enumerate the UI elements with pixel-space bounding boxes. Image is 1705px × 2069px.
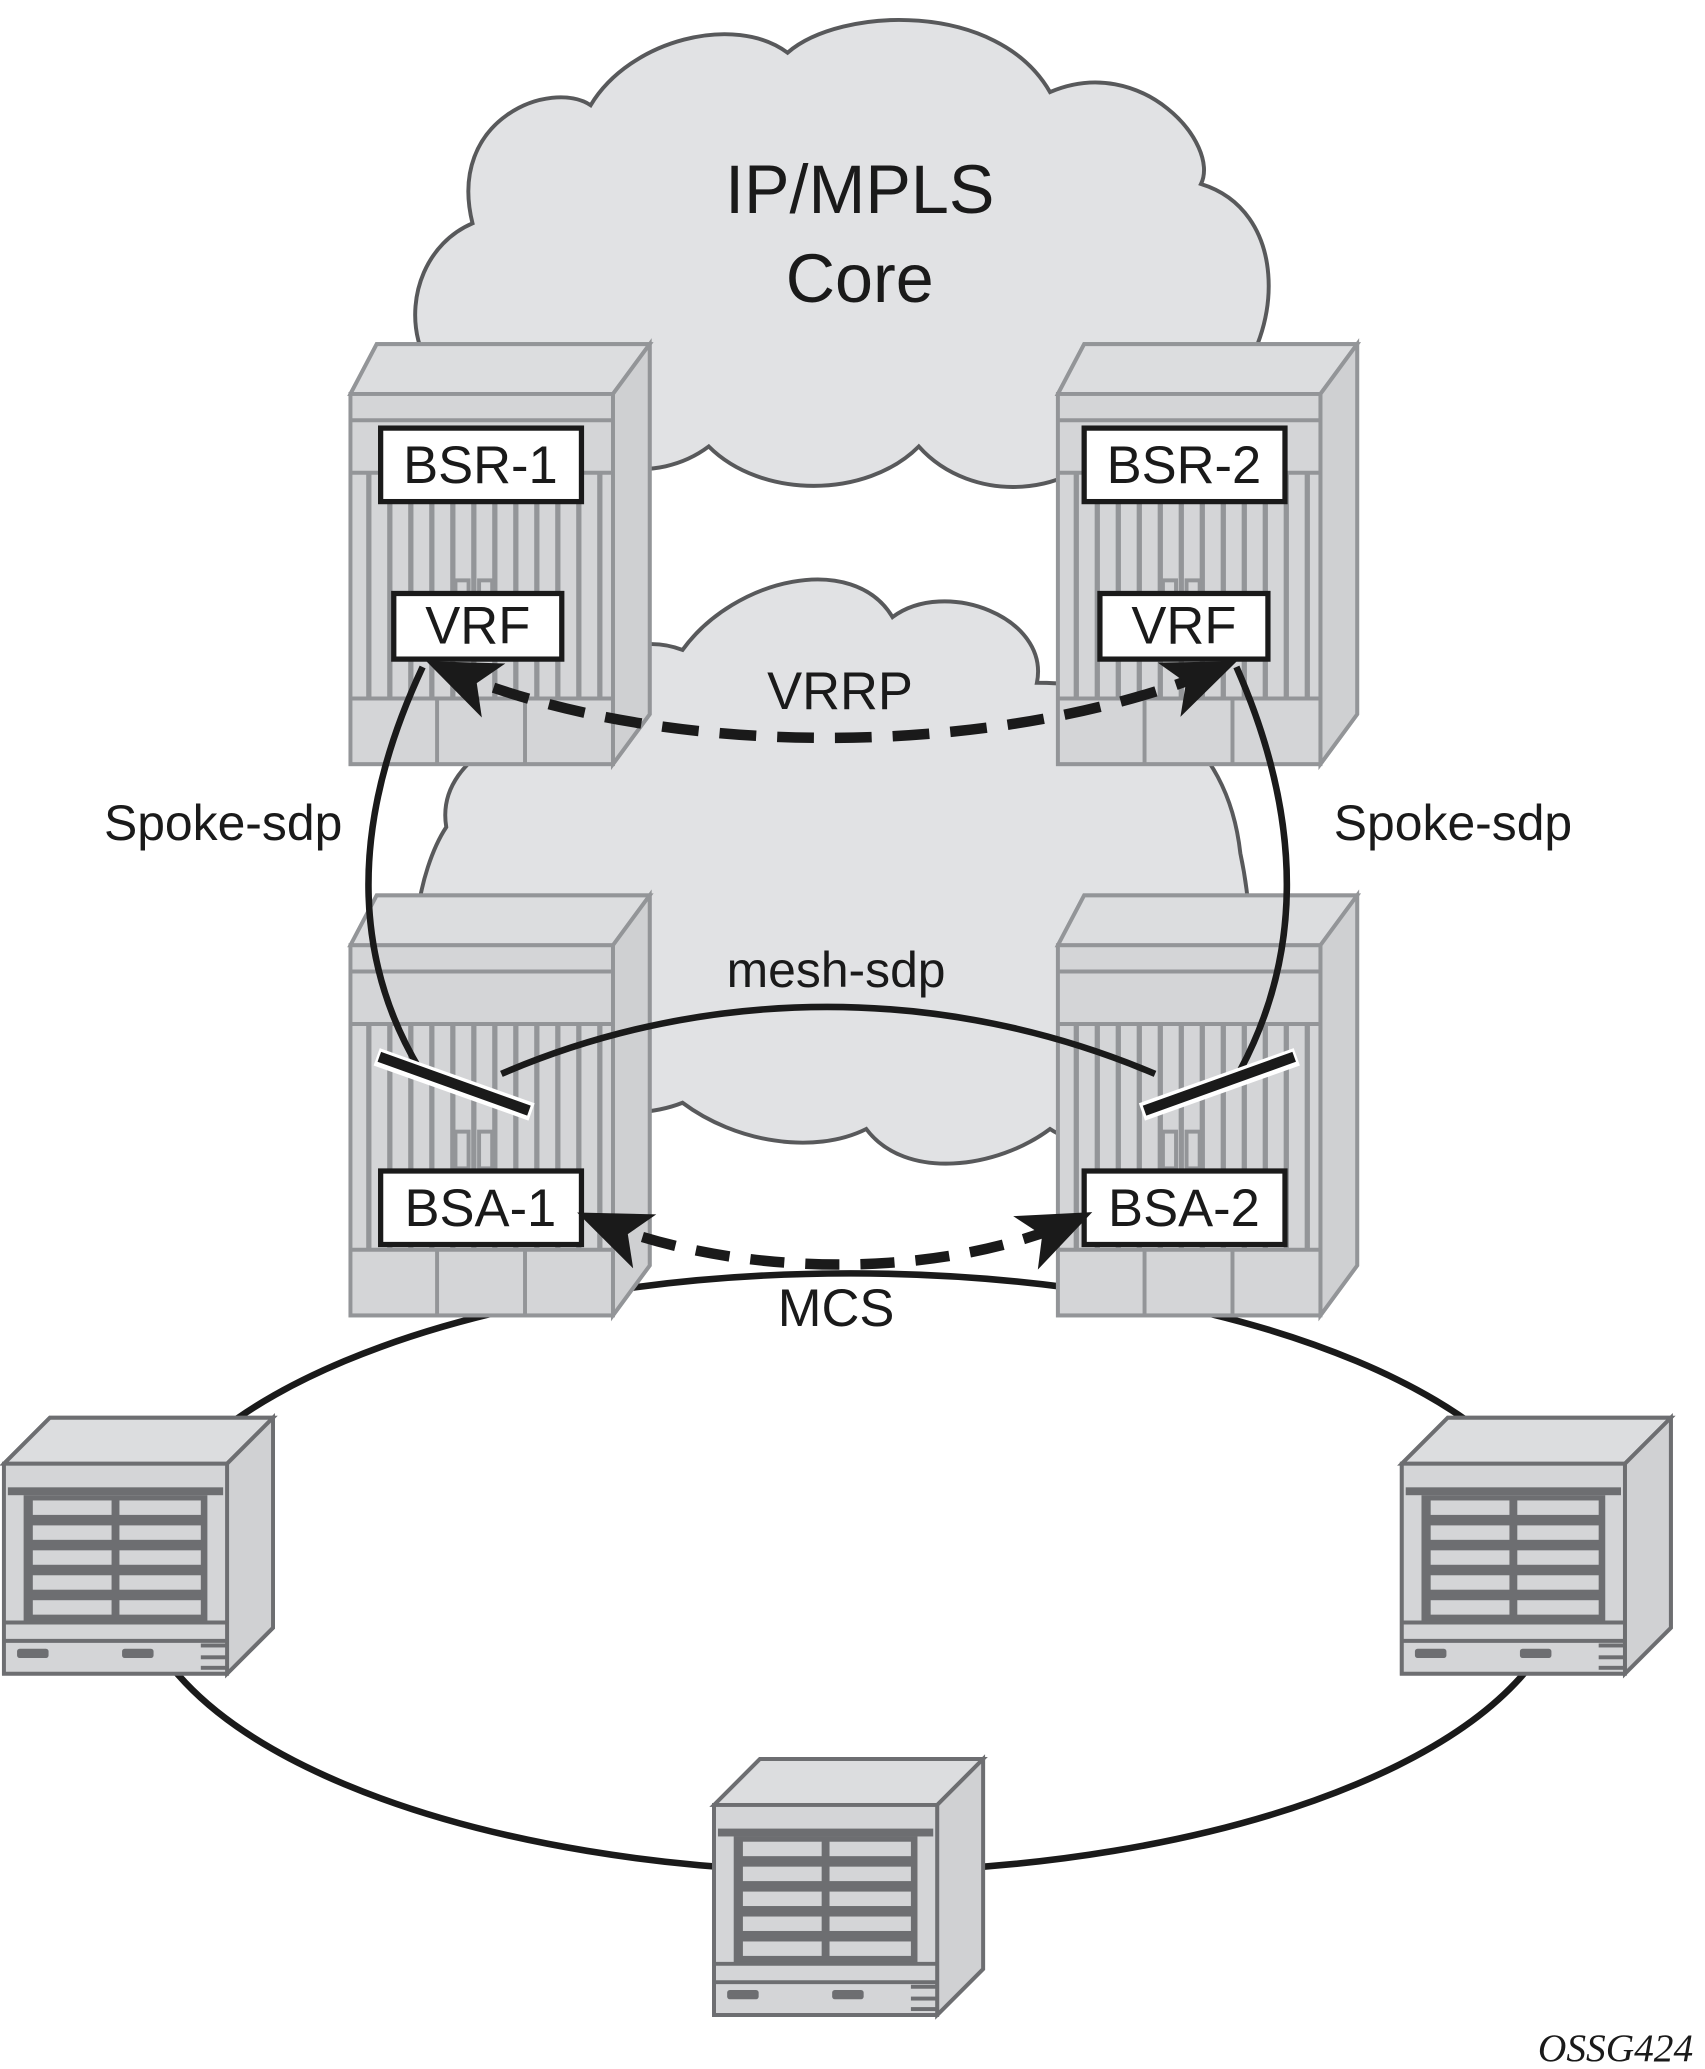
core-cloud-label-line1: IP/MPLS: [725, 152, 994, 228]
mesh-sdp-label: mesh-sdp: [727, 942, 946, 998]
spoke-sdp-left-label: Spoke-sdp: [104, 795, 342, 851]
bsa2-label: BSA-2: [1108, 1179, 1260, 1238]
bsr1-router[interactable]: [350, 344, 649, 764]
vrrp-label: VRRP: [767, 662, 913, 721]
bsr1-label: BSR-1: [403, 436, 558, 495]
bsr2-label: BSR-2: [1107, 436, 1262, 495]
mcs-label: MCS: [778, 1279, 895, 1338]
bsa1-label: BSA-1: [405, 1179, 557, 1238]
bsr2-router[interactable]: [1058, 344, 1357, 764]
bsa2-sdp-terminator: [1138, 1048, 1300, 1121]
access-node-right[interactable]: [1399, 1415, 1673, 1676]
bsa2-label-box: [1081, 1168, 1288, 1248]
bsr2-vrf-label: VRF: [1131, 596, 1236, 655]
bsr2-vrf-box: [1097, 590, 1271, 662]
bsa1-label-box: [378, 1168, 585, 1248]
bsa1-sdp-terminator: [373, 1048, 535, 1121]
core-cloud-label-line2: Core: [786, 241, 934, 317]
bsr1-label-box: [378, 425, 585, 505]
access-node-left[interactable]: [1, 1415, 275, 1676]
mesh-sdp-link: [500, 1003, 1157, 1077]
bsr1-vrf-box: [391, 590, 565, 662]
access-node-bottom[interactable]: [712, 1757, 986, 2017]
mcs-link: [577, 1212, 1093, 1270]
bsa2-router[interactable]: [1058, 895, 1357, 1315]
bsr1-vrf-label: VRF: [425, 596, 530, 655]
spoke-sdp-left-link: [365, 665, 426, 1072]
figure-id: OSSG424: [1538, 2026, 1693, 2069]
spoke-sdp-right-link: [1233, 665, 1291, 1072]
spoke-sdp-right-label: Spoke-sdp: [1334, 795, 1572, 851]
bsr2-label-box: [1081, 425, 1288, 505]
